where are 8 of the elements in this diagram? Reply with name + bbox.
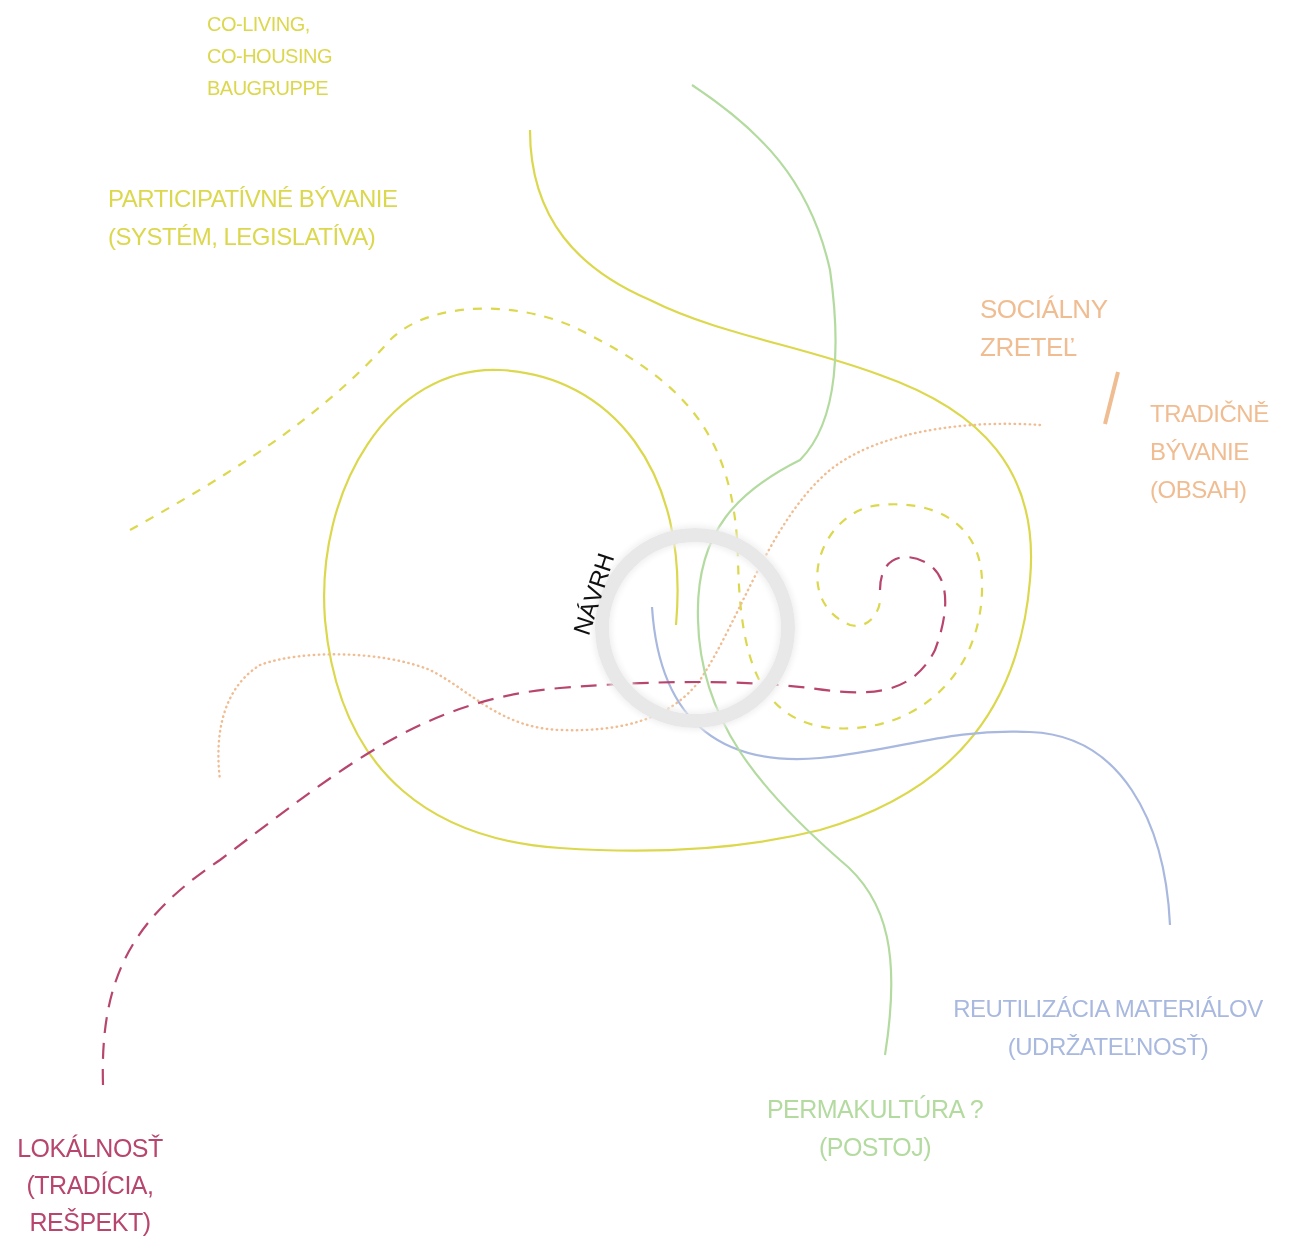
- topic-label: LOKÁLNOSŤ (TRADÍCIA, REŠPEKT): [5, 1130, 175, 1241]
- topic-label: REUTILIZÁCIA MATERIÁLOV (UDRŽATEĽNOSŤ): [925, 990, 1291, 1066]
- topic-label: PERMAKULTÚRA ? (POSTOJ): [740, 1090, 1010, 1166]
- topic-label: TRADIČNĚ BÝVANIE (OBSAH): [1150, 395, 1290, 509]
- topic-label: PARTICIPATÍVNÉ BÝVANIE (SYSTÉM, LEGISLATÍVA): [108, 180, 468, 256]
- topic-label: CO-LIVING, CO-HOUSING BAUGRUPPE: [207, 8, 342, 104]
- design-label: NÁVRH: [567, 549, 621, 639]
- topic-label: SOCIÁLNY ZRETEĽ: [980, 290, 1120, 366]
